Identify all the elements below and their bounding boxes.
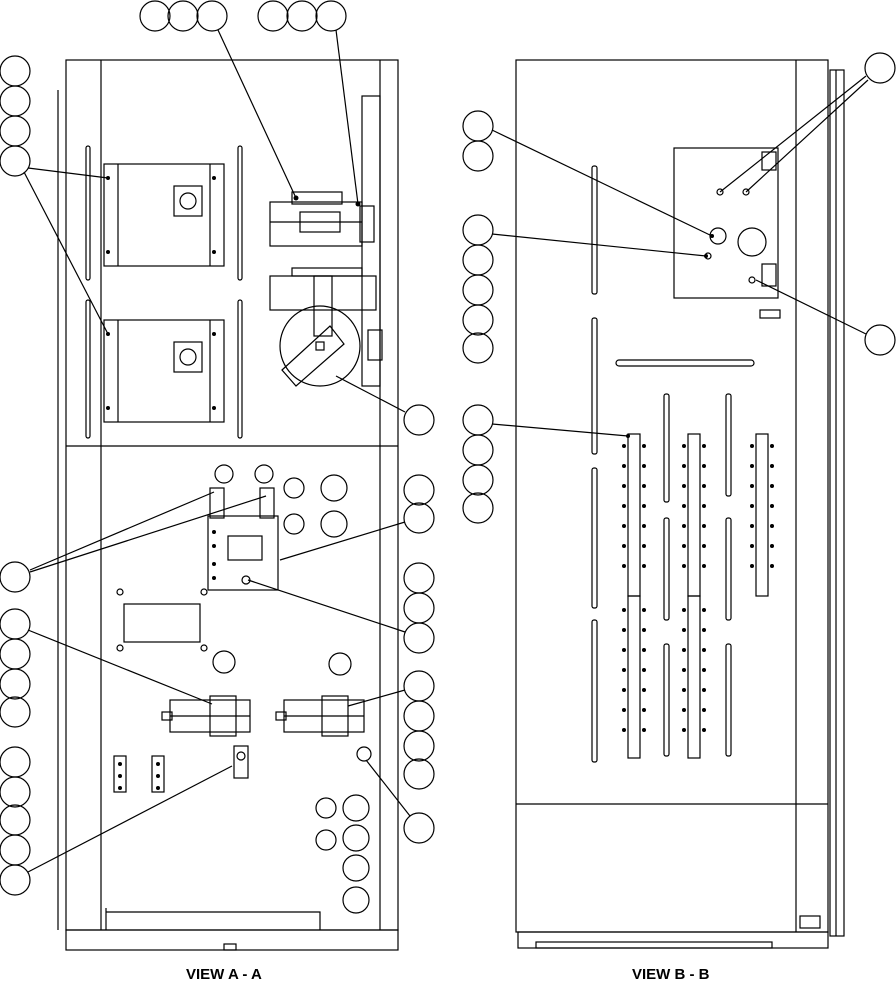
meter-lower: [103, 319, 225, 423]
terminal-strip: [627, 433, 641, 597]
terminal-dots: [106, 176, 774, 790]
terminal-strip: [627, 595, 641, 759]
mounting-plate: [673, 147, 779, 299]
view-a-leaders: [23, 29, 411, 873]
terminal-plate: [207, 515, 279, 591]
view-a-callouts: [0, 0, 435, 896]
relay-assembly: [269, 201, 363, 247]
terminal-strip: [687, 595, 701, 759]
meter-upper: [103, 163, 225, 267]
view-b-leaders: [491, 75, 869, 437]
view-b-callouts: [462, 52, 896, 524]
view-b-label: VIEW B - B: [632, 966, 710, 983]
view-a-label: VIEW A - A: [186, 966, 262, 983]
rotary-switch: [279, 305, 361, 387]
terminal-strip: [687, 433, 701, 597]
terminal-strip: [755, 433, 769, 597]
view-b-cabinet: [515, 59, 845, 949]
view-a-cabinet: [57, 59, 399, 951]
